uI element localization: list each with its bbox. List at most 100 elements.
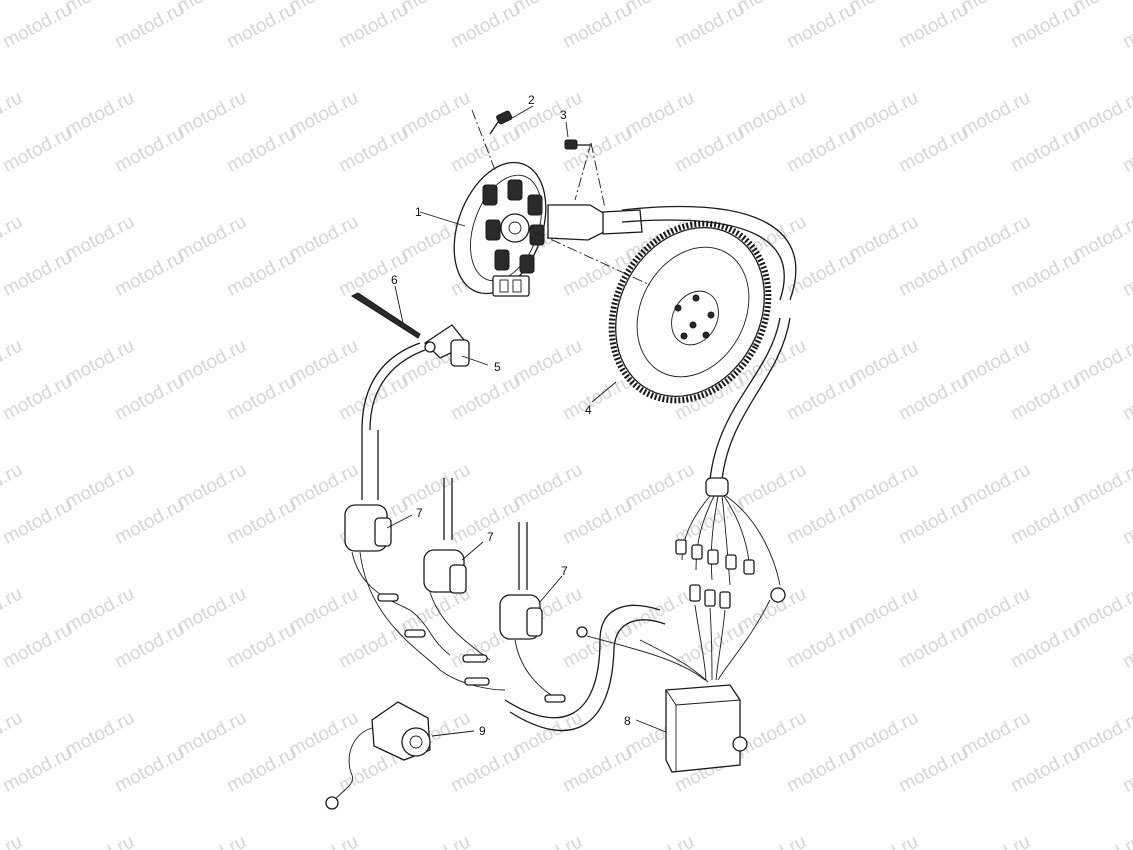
watermark-text: motod.ru (447, 743, 523, 797)
watermark-text: motod.ru (447, 495, 523, 549)
watermark-text: motod.ru (1070, 211, 1133, 265)
watermark-text: motod.ru (335, 619, 411, 673)
watermark-text: motod.ru (734, 87, 810, 141)
watermark-text: motod.ru (0, 619, 76, 673)
watermark-text: motod.ru (1070, 87, 1133, 141)
watermark-text: motod.ru (895, 495, 971, 549)
watermark-text: motod.ru (174, 831, 250, 850)
watermark-text: motod.ru (958, 87, 1034, 141)
watermark-text: motod.ru (0, 583, 26, 637)
watermark-text: motod.ru (671, 0, 747, 53)
watermark-text: motod.ru (510, 459, 586, 513)
watermark-text: motod.ru (958, 831, 1034, 850)
watermark-text: motod.ru (783, 619, 859, 673)
watermark-text: motod.ru (447, 0, 523, 53)
watermark-text: motod.ru (0, 87, 26, 141)
callout-9: 9 (479, 724, 486, 738)
watermark-text: motod.ru (62, 335, 138, 389)
cdi-box (665, 684, 748, 773)
watermark-text: motod.ru (286, 831, 362, 850)
watermark-text: motod.ru (174, 335, 250, 389)
watermark-text: motod.ru (783, 123, 859, 177)
watermark-text: motod.ru (671, 619, 747, 673)
watermark-text: motod.ru (111, 743, 187, 797)
watermark-text: motod.ru (223, 619, 299, 673)
watermark-text: motod.ru (1119, 743, 1133, 797)
watermark-text: motod.ru (223, 0, 299, 53)
watermark-text: motod.ru (0, 743, 76, 797)
watermark-text: motod.ru (223, 743, 299, 797)
watermark-text: motod.ru (1070, 707, 1133, 761)
watermark-text: motod.ru (1007, 619, 1083, 673)
watermark-text: motod.ru (622, 831, 698, 850)
watermark-text: motod.ru (510, 707, 586, 761)
screw-3 (564, 139, 590, 150)
watermark-text: motod.ru (286, 459, 362, 513)
watermark-text: motod.ru (783, 0, 859, 53)
watermark-text: motod.ru (223, 495, 299, 549)
watermark-text: motod.ru (0, 335, 26, 389)
watermark-text: motod.ru (559, 743, 635, 797)
watermark-text: motod.ru (0, 371, 76, 425)
watermark-text: motod.ru (0, 495, 76, 549)
watermark-text: motod.ru (1007, 371, 1083, 425)
watermark-text: motod.ru (223, 371, 299, 425)
watermark-text: motod.ru (958, 707, 1034, 761)
watermark-text: motod.ru (0, 459, 26, 513)
watermark-text: motod.ru (510, 831, 586, 850)
watermark-text: motod.ru (398, 831, 474, 850)
watermark-text: motod.ru (622, 583, 698, 637)
watermark-text: motod.ru (0, 247, 76, 301)
callout-7c: 7 (561, 564, 568, 578)
watermark-text: motod.ru (734, 831, 810, 850)
watermark-text: motod.ru (895, 247, 971, 301)
cable-tie (350, 292, 421, 339)
watermark-text: motod.ru (958, 335, 1034, 389)
watermark-text: motod.ru (0, 0, 76, 53)
watermark-text: motod.ru (846, 583, 922, 637)
watermark-text: motod.ru (174, 459, 250, 513)
starter-relay (325, 701, 431, 810)
watermark-text: motod.ru (286, 87, 362, 141)
watermark-text: motod.ru (111, 247, 187, 301)
watermark-text: motod.ru (846, 459, 922, 513)
watermark-text: motod.ru (958, 459, 1034, 513)
watermark-text: motod.ru (1007, 123, 1083, 177)
watermark-text: motod.ru (111, 0, 187, 53)
watermark-text: motod.ru (895, 123, 971, 177)
watermark-text: motod.ru (1119, 0, 1133, 53)
watermark-text: motod.ru (559, 0, 635, 53)
watermark-text: motod.ru (846, 707, 922, 761)
watermark-text: motod.ru (286, 335, 362, 389)
watermark-text: motod.ru (174, 707, 250, 761)
watermark-text: motod.ru (846, 831, 922, 850)
screw-2 (489, 110, 513, 135)
watermark-text: motod.ru (846, 335, 922, 389)
watermark-text: motod.ru (1119, 247, 1133, 301)
watermark-text: motod.ru (286, 211, 362, 265)
watermark-text: motod.ru (62, 87, 138, 141)
watermark-text: motod.ru (1119, 619, 1133, 673)
callout-6: 6 (391, 273, 398, 287)
watermark-text: motod.ru (895, 371, 971, 425)
watermark-text: motod.ru (1007, 0, 1083, 53)
watermark-text: motod.ru (398, 87, 474, 141)
watermark-text: motod.ru (111, 619, 187, 673)
watermark-text: motod.ru (335, 247, 411, 301)
watermark-text: motod.ru (510, 335, 586, 389)
watermark-text: motod.ru (62, 831, 138, 850)
watermark-text: motod.ru (846, 211, 922, 265)
watermark-text: motod.ru (1119, 495, 1133, 549)
watermark-text: motod.ru (174, 583, 250, 637)
watermark-text: motod.ru (559, 495, 635, 549)
watermark-text: motod.ru (783, 495, 859, 549)
callout-5: 5 (494, 360, 501, 374)
watermark-text: motod.ru (1007, 247, 1083, 301)
watermark-text: motod.ru (846, 87, 922, 141)
watermark-text: motod.ru (223, 247, 299, 301)
watermark-text: motod.ru (0, 0, 26, 17)
watermark-text: motod.ru (1119, 123, 1133, 177)
watermark-text: motod.ru (734, 707, 810, 761)
